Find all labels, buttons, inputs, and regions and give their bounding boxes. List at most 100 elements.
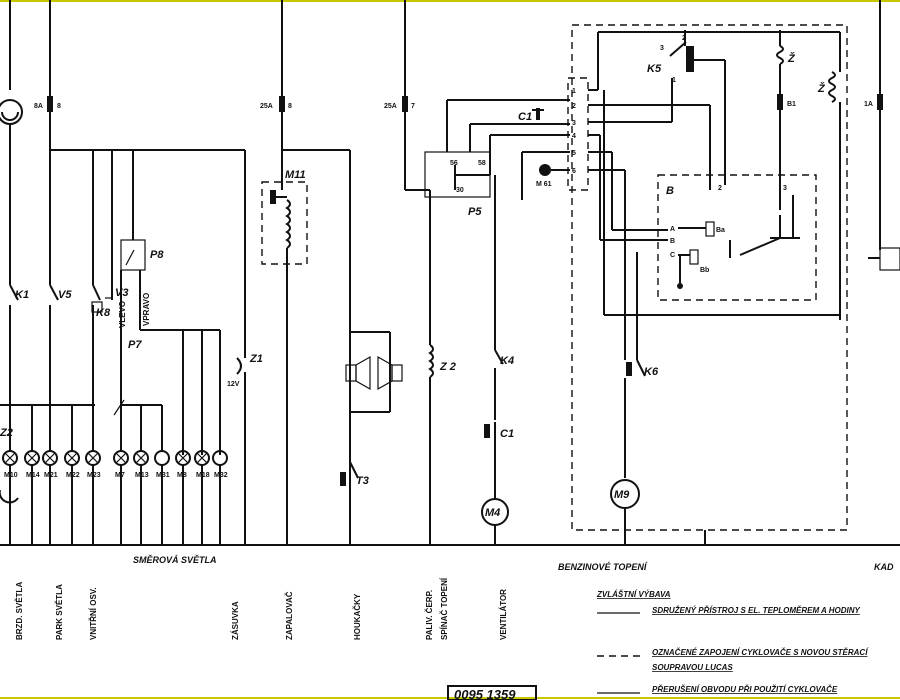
svg-text:OZNAČENÉ ZAPOJENÍ CYKLOVAČE S: OZNAČENÉ ZAPOJENÍ CYKLOVAČE S NOVOU STĚR… bbox=[652, 648, 869, 657]
lamp-label: M14 bbox=[26, 472, 40, 479]
terminal-number: 4 bbox=[572, 133, 576, 140]
lamp-label: M10 bbox=[4, 472, 18, 479]
svg-text:K6: K6 bbox=[644, 366, 659, 378]
fuse-f1: 8A 8 bbox=[34, 96, 61, 112]
lamp-label: M32 bbox=[214, 472, 228, 479]
svg-text:C1: C1 bbox=[500, 428, 514, 440]
svg-text:7: 7 bbox=[411, 103, 415, 110]
svg-text:25A: 25A bbox=[384, 103, 397, 110]
bottom-left-lamp bbox=[0, 490, 19, 504]
top-left-lamp bbox=[0, 99, 23, 125]
svg-text:8A: 8A bbox=[34, 103, 43, 110]
svg-text:Bb: Bb bbox=[700, 267, 709, 274]
lamp-m23: M23 bbox=[85, 405, 101, 545]
switch-group-left: K1 V5 V3 K8 P8 VLEVO VPRAVO P7 Z2 bbox=[0, 150, 263, 545]
svg-text:30: 30 bbox=[456, 187, 464, 194]
function-label: ZÁSUVKA bbox=[231, 601, 240, 640]
svg-text:Z 2: Z 2 bbox=[439, 361, 456, 373]
legend: ZVLÁŠTNÍ VÝBAVA SDRUŽENÝ PŘÍSTROJ S EL. … bbox=[596, 590, 869, 694]
svg-text:M4: M4 bbox=[485, 507, 500, 519]
lamp-m13: M13 bbox=[133, 405, 149, 545]
terminal-number: 3 bbox=[572, 120, 576, 127]
lamp-m22: M22 bbox=[64, 405, 80, 545]
svg-text:8: 8 bbox=[57, 103, 61, 110]
svg-text:K5: K5 bbox=[647, 63, 662, 75]
terminal-number: 5 bbox=[572, 150, 576, 157]
fuel-pump-z2: Z 2 bbox=[405, 189, 456, 545]
svg-text:K4: K4 bbox=[500, 355, 514, 367]
svg-text:VLEVO: VLEVO bbox=[118, 301, 127, 328]
lamp-m8: M8 bbox=[175, 405, 191, 545]
terminal-number: 1 bbox=[572, 88, 576, 95]
lamp-m21: M21 bbox=[42, 405, 58, 545]
horns: T3 bbox=[282, 149, 403, 545]
function-label: BRZD. SVĚTLA bbox=[15, 582, 24, 640]
label-smerova: SMĚROVÁ SVĚTLA bbox=[133, 554, 217, 565]
svg-text:Z1: Z1 bbox=[249, 353, 263, 365]
function-label: PALIV. ČERP. bbox=[425, 590, 434, 640]
svg-text:P7: P7 bbox=[128, 339, 142, 351]
lamp-m31: M31 bbox=[154, 405, 170, 545]
heater-box: 1 2 3 4 5 6 K5 3 2 1 Ž Ž bbox=[567, 24, 848, 545]
label-kad: KAD bbox=[874, 562, 894, 572]
svg-text:M 61: M 61 bbox=[536, 181, 552, 188]
lamp-label: M13 bbox=[135, 472, 149, 479]
svg-text:3: 3 bbox=[660, 45, 664, 52]
lamp-label: M31 bbox=[156, 472, 170, 479]
function-label: PARK SVĚTLA bbox=[55, 584, 64, 640]
svg-text:M11: M11 bbox=[285, 169, 306, 181]
svg-text:A: A bbox=[670, 226, 675, 233]
function-labels: BRZD. SVĚTLA PARK SVĚTLA VNITŘNÍ OSV. ZÁSUV… bbox=[15, 577, 508, 640]
bus-lines bbox=[0, 0, 900, 546]
function-label: SPÍNAČ TOPENÍ bbox=[440, 577, 449, 640]
lighter-m11: M11 bbox=[261, 150, 308, 545]
svg-text:3: 3 bbox=[783, 185, 787, 192]
lamp-label: M18 bbox=[196, 472, 210, 479]
svg-text:Ž: Ž bbox=[817, 82, 826, 95]
svg-text:Ž: Ž bbox=[787, 52, 796, 65]
svg-text:8: 8 bbox=[288, 103, 292, 110]
lamp-m7: M7 bbox=[113, 405, 129, 545]
right-wiper-block bbox=[868, 247, 900, 271]
function-label: ZAPALOVAČ bbox=[285, 591, 294, 640]
svg-text:C: C bbox=[670, 252, 675, 259]
svg-text:P8: P8 bbox=[150, 249, 164, 261]
lamp-m10: M10 bbox=[2, 405, 18, 545]
svg-text:VPRAVO: VPRAVO bbox=[142, 293, 151, 326]
fuse-f5: 1A bbox=[864, 94, 883, 110]
svg-text:SOUPRAVOU LUCAS: SOUPRAVOU LUCAS bbox=[652, 663, 733, 672]
capacitor-c1: C1 bbox=[518, 108, 544, 123]
svg-text:56: 56 bbox=[450, 160, 458, 167]
svg-text:V5: V5 bbox=[58, 289, 72, 301]
function-label: HOUKAČKY bbox=[353, 593, 362, 640]
stamp-box: 0095 1359 bbox=[447, 685, 537, 700]
svg-text:B1: B1 bbox=[787, 101, 796, 108]
svg-text:P5: P5 bbox=[468, 206, 482, 218]
svg-text:1: 1 bbox=[672, 77, 676, 84]
lamp-label: M21 bbox=[44, 472, 58, 479]
svg-text:M9: M9 bbox=[614, 489, 630, 501]
label-benzin: BENZINOVÉ TOPENÍ bbox=[558, 562, 648, 572]
heater-switch-p5: 56 58 30 P5 K4 C1 M4 bbox=[424, 99, 570, 545]
svg-text:B: B bbox=[666, 185, 674, 197]
svg-text:C1: C1 bbox=[518, 111, 532, 123]
fuse-f4: B1 bbox=[777, 94, 796, 110]
terminal-number: 6 bbox=[572, 168, 576, 175]
lamp-m61: M 61 bbox=[521, 151, 570, 200]
lamp-label: M7 bbox=[115, 472, 125, 479]
lamp-m18: M18 bbox=[194, 405, 210, 545]
svg-text:B: B bbox=[670, 238, 675, 245]
svg-text:0095 1359: 0095 1359 bbox=[454, 687, 516, 700]
lamp-label: M22 bbox=[66, 472, 80, 479]
svg-text:K8: K8 bbox=[96, 307, 111, 319]
terminal-number: 2 bbox=[572, 103, 576, 110]
svg-text:1A: 1A bbox=[864, 101, 873, 108]
svg-text:2: 2 bbox=[718, 185, 722, 192]
function-label: VENTILÁTOR bbox=[499, 589, 508, 640]
svg-text:SDRUŽENÝ PŘÍSTROJ S EL. TEPLOM: SDRUŽENÝ PŘÍSTROJ S EL. TEPLOMĚREM A HOD… bbox=[652, 606, 861, 615]
function-label: VNITŘNÍ OSV. bbox=[89, 587, 98, 640]
svg-text:Ba: Ba bbox=[716, 227, 725, 234]
lamp-label: M8 bbox=[177, 472, 187, 479]
